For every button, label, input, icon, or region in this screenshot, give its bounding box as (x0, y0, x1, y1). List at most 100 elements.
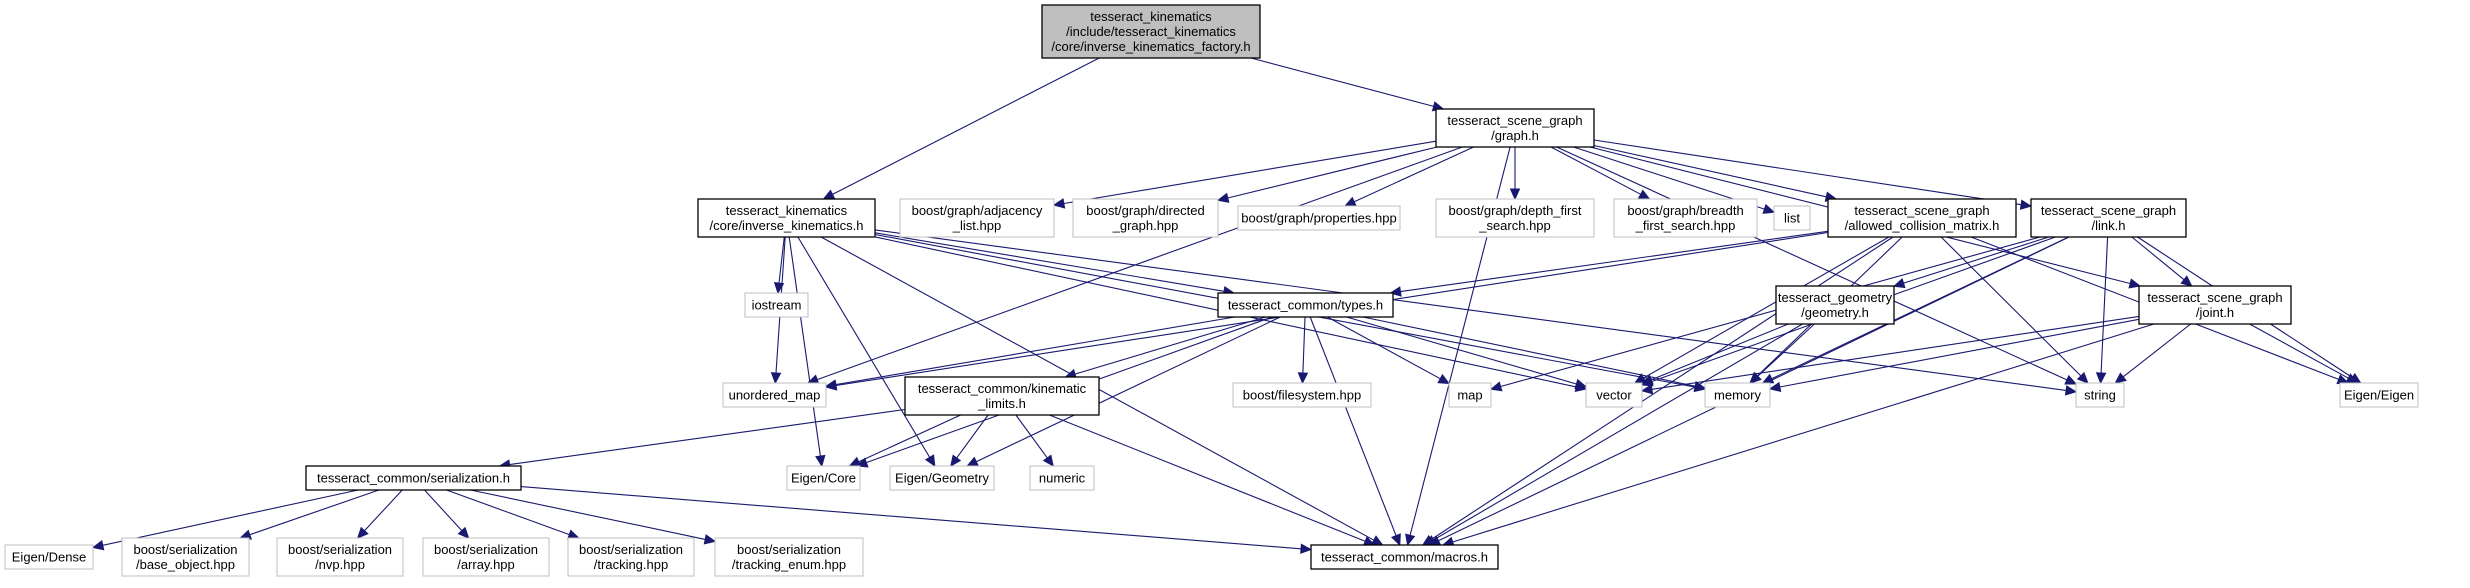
edge-arrowhead (1343, 196, 1357, 207)
edge-line (2100, 236, 2109, 374)
node-root[interactable]: tesseract_kinematics/include/tesseract_k… (1041, 4, 1261, 59)
node-label: tesseract_geometry (1778, 290, 1893, 305)
node-box (1029, 465, 1095, 491)
edge-joint-to-eigen (2249, 323, 2359, 384)
nodes-layer: tesseract_kinematics/include/tesseract_k… (4, 4, 2419, 577)
edge-line (424, 489, 463, 531)
edge-arrowhead (1640, 384, 1654, 395)
edge-acm-to-vector (1633, 236, 1890, 384)
node-box (1613, 198, 1758, 238)
node-label: boost/graph/depth_first (1449, 203, 1582, 218)
edge-ik_h-to-core (788, 236, 826, 468)
node-label: numeric (1039, 471, 1086, 486)
node-geom[interactable]: tesseract_geometry/geometry.h (1775, 285, 1895, 325)
node-label: tesseract_scene_graph (2041, 203, 2176, 218)
edge-line (874, 229, 2067, 391)
node-box (2030, 198, 2187, 238)
node-properties: boost/graph/properties.hpp (1237, 205, 1401, 231)
edge-link-to-joint (2131, 236, 2193, 287)
edge-graph_h-to-properties (1343, 146, 1474, 207)
node-joint[interactable]: tesseract_scene_graph/joint.h (2138, 285, 2292, 325)
edge-line (1400, 230, 1829, 293)
node-label: tesseract_scene_graph (2147, 290, 2282, 305)
node-label: tesseract_common/serialization.h (317, 471, 510, 486)
edge-arrowhead (1405, 533, 1416, 547)
node-label: unordered_map (729, 388, 821, 403)
edge-arrowhead (1749, 371, 1762, 384)
edge-ser-to-dense (91, 489, 359, 551)
edge-arrowhead (1300, 543, 1313, 554)
edge-arrowhead (950, 454, 962, 467)
edge-line (249, 489, 380, 536)
node-label: _graph.hpp (1112, 218, 1179, 233)
node-link[interactable]: tesseract_scene_graph/link.h (2030, 198, 2187, 238)
node-kinlim[interactable]: tesseract_common/kinematic_limits.h (904, 376, 1100, 416)
node-label: tesseract_scene_graph (1854, 203, 1989, 218)
edge-types-to-vector (1346, 316, 1588, 390)
node-graph-h[interactable]: tesseract_scene_graph/graph.h (1435, 108, 1595, 148)
edge-line (2249, 323, 2349, 379)
node-label: /base_object.hpp (136, 557, 235, 572)
node-acm[interactable]: tesseract_scene_graph/allowed_collision_… (1827, 198, 2017, 238)
node-ser[interactable]: tesseract_common/serialization.h (305, 465, 522, 491)
edge-types-to-kinlim (1064, 316, 1266, 379)
node-dfs: boost/graph/depth_first_search.hpp (1435, 198, 1595, 238)
edge-arrowhead (2019, 199, 2033, 210)
edge-ser-to-bobj (239, 489, 380, 540)
node-ik-h[interactable]: tesseract_kinematics/core/inverse_kinema… (697, 198, 876, 238)
edge-line (1556, 146, 2068, 381)
node-box (899, 198, 1055, 238)
node-label: boost/serialization (579, 542, 683, 557)
edge-line (1302, 316, 1306, 374)
edge-line (1550, 146, 1641, 195)
node-vector: vector (1585, 382, 1643, 408)
node-box (722, 382, 827, 408)
edge-line (832, 57, 1100, 195)
edge-arrowhead (1633, 373, 1647, 384)
node-label: Eigen/Eigen (2344, 388, 2414, 403)
node-box (1435, 108, 1595, 148)
node-label: /tracking_enum.hpp (732, 557, 846, 572)
edge-types-to-fs (1297, 316, 1309, 385)
edge-arrowhead (2128, 278, 2142, 289)
edge-line (1757, 323, 1815, 377)
edge-line (1250, 57, 1434, 107)
edge-ser-to-macros (520, 486, 1313, 554)
node-bobj: boost/serialization/base_object.hpp (121, 537, 250, 577)
node-bfs: boost/graph/breadth_first_search.hpp (1613, 198, 1758, 238)
edge-ser-to-nvp (356, 489, 403, 539)
node-box (1448, 382, 1492, 408)
edge-line (1593, 144, 1827, 198)
node-label: Eigen/Geometry (895, 471, 989, 486)
node-box (4, 544, 94, 570)
edge-line (797, 236, 931, 458)
edge-types-to-macros (1309, 316, 1401, 547)
node-box (786, 465, 861, 491)
edge-arrowhead (822, 189, 836, 200)
edge-joint-to-string (2114, 323, 2192, 384)
node-arr: boost/serialization/array.hpp (422, 537, 550, 577)
edge-kinlim-to-macros (1049, 414, 1376, 547)
node-iostream: iostream (744, 292, 809, 318)
edge-arrowhead (815, 454, 826, 468)
node-label: /array.hpp (457, 557, 515, 572)
edge-line (975, 316, 1281, 463)
edge-line (446, 489, 570, 536)
node-macros[interactable]: tesseract_common/macros.h (1310, 544, 1499, 570)
node-box (714, 537, 864, 577)
edge-arrowhead (1052, 198, 1066, 209)
node-dense: Eigen/Dense (4, 544, 94, 570)
edge-ser-to-arr (424, 489, 470, 539)
node-box (889, 465, 995, 491)
edge-line (1779, 318, 2140, 388)
node-types[interactable]: tesseract_common/types.h (1217, 292, 1394, 318)
node-label: list (1784, 211, 1800, 226)
node-box (1041, 4, 1261, 59)
node-box (904, 376, 1100, 416)
edge-line (470, 489, 706, 540)
node-label: /core/inverse_kinematics.h (710, 218, 864, 233)
node-box (697, 198, 876, 238)
node-label: /nvp.hpp (315, 557, 365, 572)
edge-arrowhead (457, 526, 470, 539)
